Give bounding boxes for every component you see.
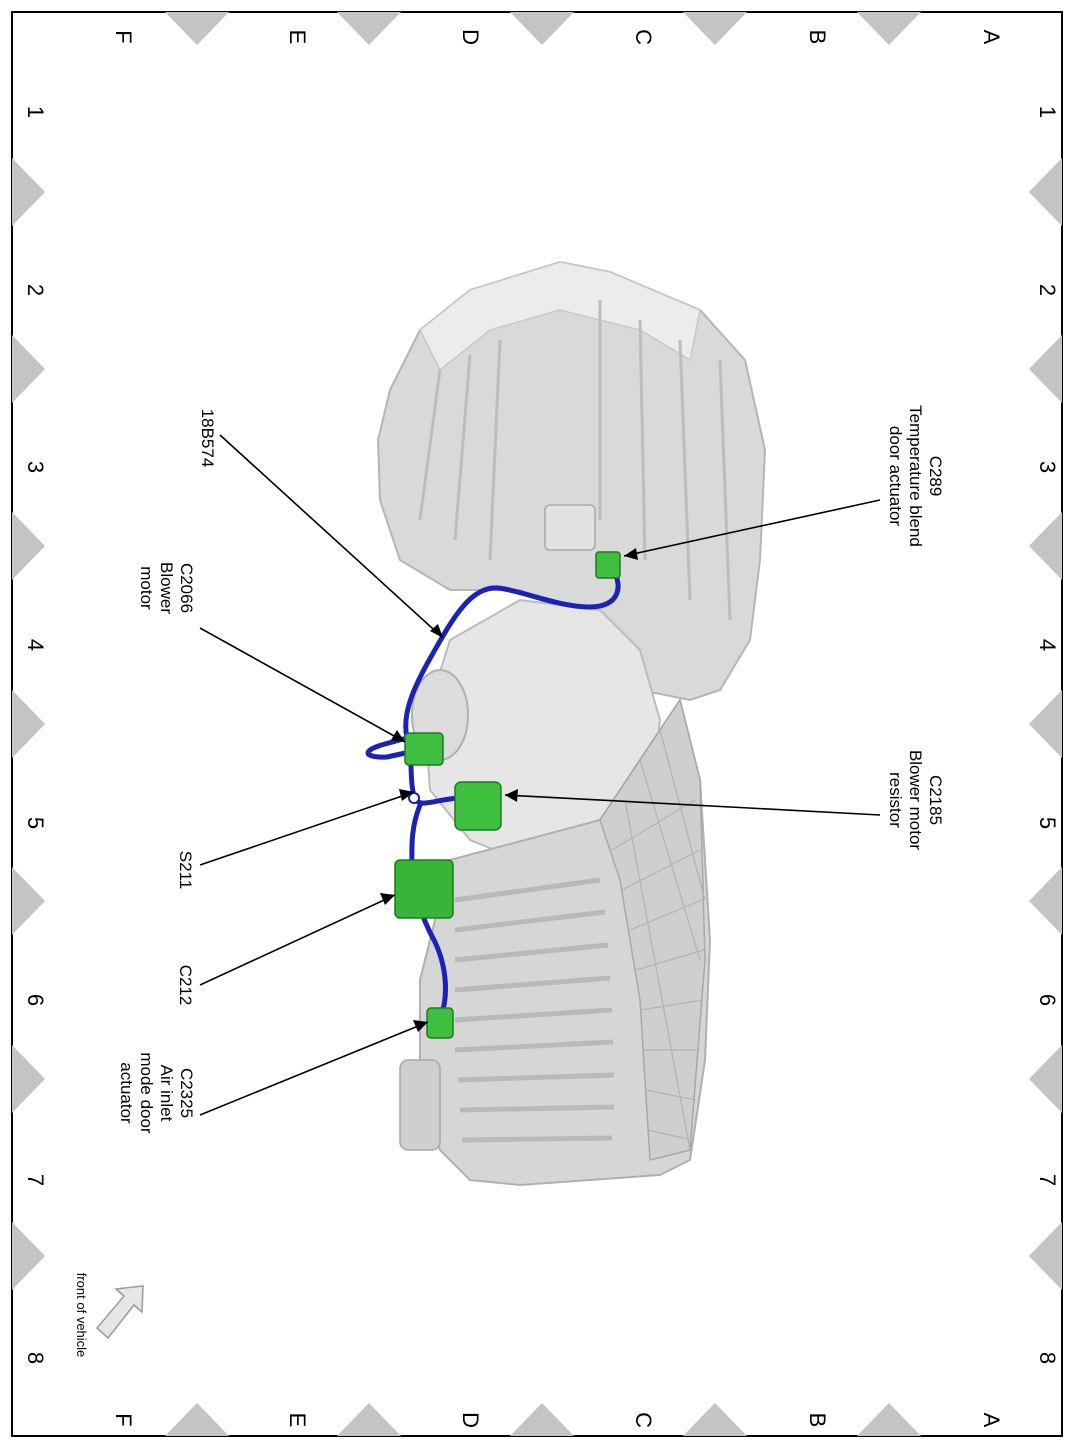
grid-letter: D bbox=[458, 1412, 483, 1428]
callout-line: C2185 bbox=[926, 775, 945, 825]
grid-letter: B bbox=[805, 1413, 830, 1428]
grid-number: 3 bbox=[23, 461, 48, 473]
callout-line: motor bbox=[137, 566, 156, 610]
actuator-bracket bbox=[544, 504, 596, 551]
grid-letter: A bbox=[979, 30, 1004, 45]
inlet-louvers bbox=[454, 877, 615, 1143]
leader-arrowheads bbox=[380, 548, 638, 1032]
front-of-vehicle-indicator: front of vehicle bbox=[74, 1273, 144, 1358]
callout-line: resistor bbox=[886, 772, 905, 828]
callout-line: Blower motor bbox=[906, 750, 925, 850]
grid-number: 7 bbox=[23, 1174, 48, 1186]
grid-number: 6 bbox=[1035, 994, 1060, 1006]
grid-number: 8 bbox=[1035, 1352, 1060, 1364]
connector-c2185 bbox=[454, 781, 502, 831]
evaporator-top-face bbox=[419, 261, 701, 372]
grid-number: 1 bbox=[23, 106, 48, 118]
evaporator-ribs bbox=[418, 300, 732, 621]
grid-number: 7 bbox=[1035, 1174, 1060, 1186]
grid-number: 4 bbox=[23, 639, 48, 651]
callout-line: 18B574 bbox=[198, 409, 217, 468]
callout-line: Temperature blend bbox=[906, 405, 925, 547]
leader-lines bbox=[199, 434, 881, 1116]
grid-letter: F bbox=[111, 1413, 136, 1426]
grid-letter: F bbox=[111, 30, 136, 43]
connectors bbox=[394, 551, 621, 1039]
grid-number: 5 bbox=[1035, 817, 1060, 829]
grid-letter: E bbox=[285, 30, 310, 45]
callout-c212: C212 bbox=[176, 965, 195, 1006]
callout-line: door actuator bbox=[886, 426, 905, 527]
callout-line: S211 bbox=[176, 851, 195, 889]
grid-number: 1 bbox=[1035, 106, 1060, 118]
connector-c212 bbox=[394, 859, 454, 919]
grid-number: 8 bbox=[23, 1352, 48, 1364]
callout-c289: C289 Temperature blend door actuator bbox=[886, 405, 945, 547]
grid-markers bbox=[12, 12, 1062, 1436]
grid-number: 6 bbox=[23, 994, 48, 1006]
grid-number: 2 bbox=[1035, 284, 1060, 296]
callout-line: actuator bbox=[117, 1062, 136, 1124]
connector-c2066 bbox=[404, 732, 444, 766]
grid-letter: D bbox=[458, 29, 483, 45]
callout-line: C2325 bbox=[177, 1068, 196, 1118]
front-of-vehicle-label: front of vehicle bbox=[74, 1273, 89, 1358]
grid-labels: A B C D E F A B C D E F 1 2 3 4 5 6 7 8 … bbox=[23, 29, 1060, 1428]
grid-number: 2 bbox=[23, 284, 48, 296]
callout-18b574: 18B574 bbox=[198, 409, 217, 468]
splice-s211 bbox=[408, 792, 420, 804]
grid-letter: C bbox=[631, 29, 656, 45]
callout-c2185: C2185 Blower motor resistor bbox=[886, 750, 945, 850]
callout-s211: S211 bbox=[176, 851, 195, 889]
callout-line: C289 bbox=[926, 456, 945, 497]
connector-c289 bbox=[595, 551, 621, 579]
inlet-grille-mesh-lines bbox=[611, 729, 706, 1151]
hvac-housing bbox=[376, 260, 767, 1187]
callout-line: Air inlet bbox=[157, 1065, 176, 1122]
callout-line: mode door bbox=[137, 1052, 156, 1134]
grid-number: 3 bbox=[1035, 461, 1060, 473]
grid-letter: A bbox=[979, 1413, 1004, 1428]
grid-letter: C bbox=[631, 1412, 656, 1428]
inlet-end-cap bbox=[399, 1059, 441, 1151]
grid-letter: E bbox=[285, 1413, 310, 1428]
callout-c2325: C2325 Air inlet mode door actuator bbox=[117, 1052, 196, 1134]
grid-letter: B bbox=[805, 30, 830, 45]
callout-line: C212 bbox=[176, 965, 195, 1006]
grid-number: 4 bbox=[1035, 639, 1060, 651]
callout-line: Blower bbox=[157, 562, 176, 614]
grid-number: 5 bbox=[23, 817, 48, 829]
callout-c2066: C2066 Blower motor bbox=[137, 562, 196, 614]
front-of-vehicle-arrow-icon bbox=[95, 1285, 144, 1340]
callout-line: C2066 bbox=[177, 563, 196, 613]
connector-c2325 bbox=[426, 1007, 454, 1039]
